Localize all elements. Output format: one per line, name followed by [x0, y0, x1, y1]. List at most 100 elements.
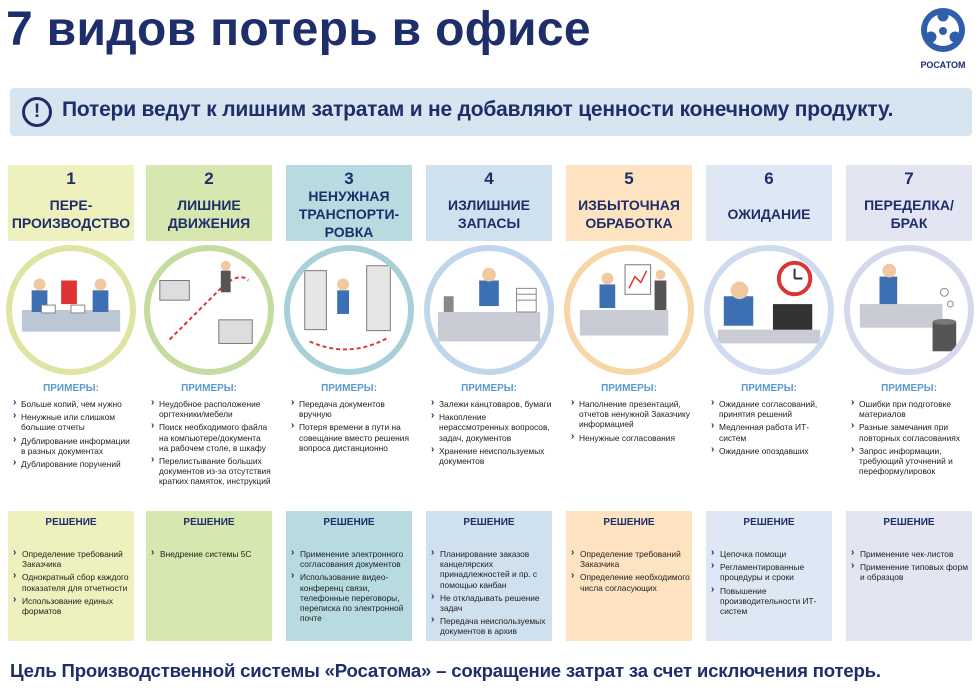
examples-heading: ПРИМЕРЫ:: [881, 383, 937, 394]
solution-block: РЕШЕНИЕ Применение чек-листовПрименение …: [846, 511, 972, 641]
example-item: Запрос информации, требующий уточнений и…: [850, 445, 972, 477]
waiting-clock-illustration: [704, 245, 834, 375]
solutions-list: Внедрение системы 5С: [150, 548, 270, 562]
examples-heading: ПРИМЕРЫ:: [741, 383, 797, 394]
column-header: 5 ИЗБЫТОЧНАЯ ОБРАБОТКА: [566, 165, 692, 241]
illustration-graphic: [717, 260, 821, 344]
solutions-list: Применение чек-листовПрименение типовых …: [850, 548, 970, 586]
example-item: Ожидание согласований, принятия решений: [710, 398, 832, 419]
solutions-list: Определение требований ЗаказчикаОднократ…: [12, 548, 132, 619]
solution-item: Использование единых форматов: [12, 595, 132, 616]
solution-heading: РЕШЕНИЕ: [463, 517, 515, 528]
illustration-graphic: [859, 263, 957, 352]
column-number: 1: [66, 169, 76, 188]
solution-block: РЕШЕНИЕ Определение требований Заказчика…: [8, 511, 134, 641]
column-header: 6 ОЖИДАНИЕ: [706, 165, 832, 241]
loss-column-6: 6 ОЖИДАНИЕ ПРИМЕРЫ: Ожидание согласовани…: [704, 165, 834, 645]
loss-column-2: 2 ЛИШНИЕ ДВИЖЕНИЯ ПРИМЕРЫ: Неудобное рас…: [144, 165, 274, 645]
solution-item: Повышение производительности ИТ-систем: [710, 585, 830, 617]
example-item: Ожидание опоздавших: [710, 445, 832, 456]
solution-item: Использование видео-конференц связи, тел…: [290, 571, 410, 623]
solution-item: Определение требований Заказчика: [12, 548, 132, 569]
example-item: Накопление нерассмотренных вопросов, зад…: [430, 411, 552, 443]
loss-column-5: 5 ИЗБЫТОЧНАЯ ОБРАБОТКА ПРИМЕРЫ: Наполнен…: [564, 165, 694, 645]
illustration-graphic: [159, 260, 253, 344]
solution-item: Определение необходимого числа согласующ…: [570, 571, 690, 592]
stationery-desk-illustration: [424, 245, 554, 375]
column-number: 3: [344, 169, 354, 188]
solution-item: Не откладывать решение задач: [430, 592, 550, 613]
column-header: 2 ЛИШНИЕ ДВИЖЕНИЯ: [146, 165, 272, 241]
banner-text: Потери ведут к лишним затратам и не доба…: [62, 98, 894, 121]
example-item: Перелистывание больших документов из-за …: [150, 455, 272, 487]
examples-list: Неудобное расположение оргтехники/мебели…: [150, 398, 272, 490]
footer-goal: Цель Производственной системы «Росатома»…: [10, 660, 881, 681]
solutions-list: Определение требований ЗаказчикаОпределе…: [570, 548, 690, 596]
examples-list: Больше копий, чем нужноНенужные или слиш…: [12, 398, 134, 472]
solution-heading: РЕШЕНИЕ: [323, 517, 375, 528]
column-number: 5: [624, 169, 634, 188]
solution-item: Определение требований Заказчика: [570, 548, 690, 569]
page-title: 7 видов потерь в офисе: [6, 3, 591, 56]
column-number: 2: [204, 169, 214, 188]
examples-list: Залежи канцтоваров, бумагиНакопление нер…: [430, 398, 552, 469]
solution-heading: РЕШЕНИЕ: [603, 517, 655, 528]
logo-text: РОСАТОМ: [920, 60, 966, 70]
solution-heading: РЕШЕНИЕ: [45, 517, 97, 528]
examples-list: Наполнение презентаций, отчетов ненужной…: [570, 398, 692, 446]
column-number: 7: [904, 169, 914, 188]
illustration-graphic: [21, 278, 121, 332]
column-title: ИЗБЫТОЧНАЯ ОБРАБОТКА: [578, 197, 680, 231]
examples-heading: ПРИМЕРЫ:: [601, 383, 657, 394]
column-title: ЛИШНИЕ ДВИЖЕНИЯ: [167, 197, 251, 231]
examples-heading: ПРИМЕРЫ:: [321, 383, 377, 394]
solution-heading: РЕШЕНИЕ: [183, 517, 235, 528]
example-item: Медленная работа ИТ-систем: [710, 421, 832, 442]
column-title: ОЖИДАНИЕ: [727, 206, 811, 222]
example-item: Залежи канцтоваров, бумаги: [430, 398, 552, 409]
examples-heading: ПРИМЕРЫ:: [43, 383, 99, 394]
example-item: Дублирование поручений: [12, 458, 134, 469]
illustration-graphic: [437, 267, 541, 342]
examples-heading: ПРИМЕРЫ:: [181, 383, 237, 394]
solutions-list: Применение электронного согласования док…: [290, 548, 410, 626]
solutions-list: Планирование заказов канцелярских принад…: [430, 548, 550, 640]
loss-column-7: 7 ПЕРЕДЕЛКА/ БРАК ПРИМЕРЫ: Ошибки при по…: [844, 165, 974, 645]
column-title: ПЕРЕДЕЛКА/ БРАК: [864, 197, 954, 231]
column-title: ПЕРЕ- ПРОИЗВОДСТВО: [11, 197, 131, 231]
solution-item: Применение чек-листов: [850, 548, 970, 559]
running-courier-illustration: [284, 245, 414, 375]
illustration-graphic: [304, 265, 391, 351]
solution-block: РЕШЕНИЕ Определение требований Заказчика…: [566, 511, 692, 641]
example-item: Наполнение презентаций, отчетов ненужной…: [570, 398, 692, 430]
solution-block: РЕШЕНИЕ Планирование заказов канцелярски…: [426, 511, 552, 641]
solutions-list: Цепочка помощиРегламентированные процеду…: [710, 548, 830, 619]
loss-column-3: 3 НЕНУЖНАЯ ТРАНСПОРТИ- РОВКА ПРИМЕРЫ: Пе…: [284, 165, 414, 645]
example-item: Хранение неиспользуемых документов: [430, 445, 552, 466]
presentation-illustration: [564, 245, 694, 375]
solution-item: Регламентированные процедуры и сроки: [710, 561, 830, 582]
loss-column-4: 4 ИЗЛИШНИЕ ЗАПАСЫ ПРИМЕРЫ: Залежи канцто…: [424, 165, 554, 645]
example-item: Поиск необходимого файла на компьютере/д…: [150, 421, 272, 453]
examples-list: Ожидание согласований, принятия решенийМ…: [710, 398, 832, 459]
rosatom-logo: РОСАТОМ: [908, 4, 978, 72]
example-item: Неудобное расположение оргтехники/мебели: [150, 398, 272, 419]
column-header: 7 ПЕРЕДЕЛКА/ БРАК: [846, 165, 972, 241]
column-number: 4: [484, 169, 494, 188]
column-title: ИЗЛИШНИЕ ЗАПАСЫ: [448, 197, 530, 231]
key-message-banner: ! Потери ведут к лишним затратам и не до…: [10, 88, 972, 136]
solution-item: Внедрение системы 5С: [150, 548, 270, 559]
solution-item: Передача неиспользуемых документов в арх…: [430, 615, 550, 636]
solution-item: Применение электронного согласования док…: [290, 548, 410, 569]
office-walking-path-illustration: [144, 245, 274, 375]
column-title: НЕНУЖНАЯ ТРАНСПОРТИ- РОВКА: [298, 188, 400, 240]
examples-list: Передача документов вручнуюПотеря времен…: [290, 398, 412, 456]
example-item: Дублирование информации в разных докумен…: [12, 435, 134, 456]
illustration-graphic: [579, 264, 669, 336]
loss-column-1: 1 ПЕРЕ- ПРОИЗВОДСТВО ПРИМЕРЫ: Больше коп…: [6, 165, 136, 645]
column-header: 3 НЕНУЖНАЯ ТРАНСПОРТИ- РОВКА: [286, 165, 412, 241]
example-item: Ненужные или слишком большие отчеты: [12, 411, 134, 432]
solution-item: Однократный сбор каждого показателя для …: [12, 571, 132, 592]
solution-item: Применение типовых форм и образцов: [850, 561, 970, 582]
solution-block: РЕШЕНИЕ Применение электронного согласов…: [286, 511, 412, 641]
